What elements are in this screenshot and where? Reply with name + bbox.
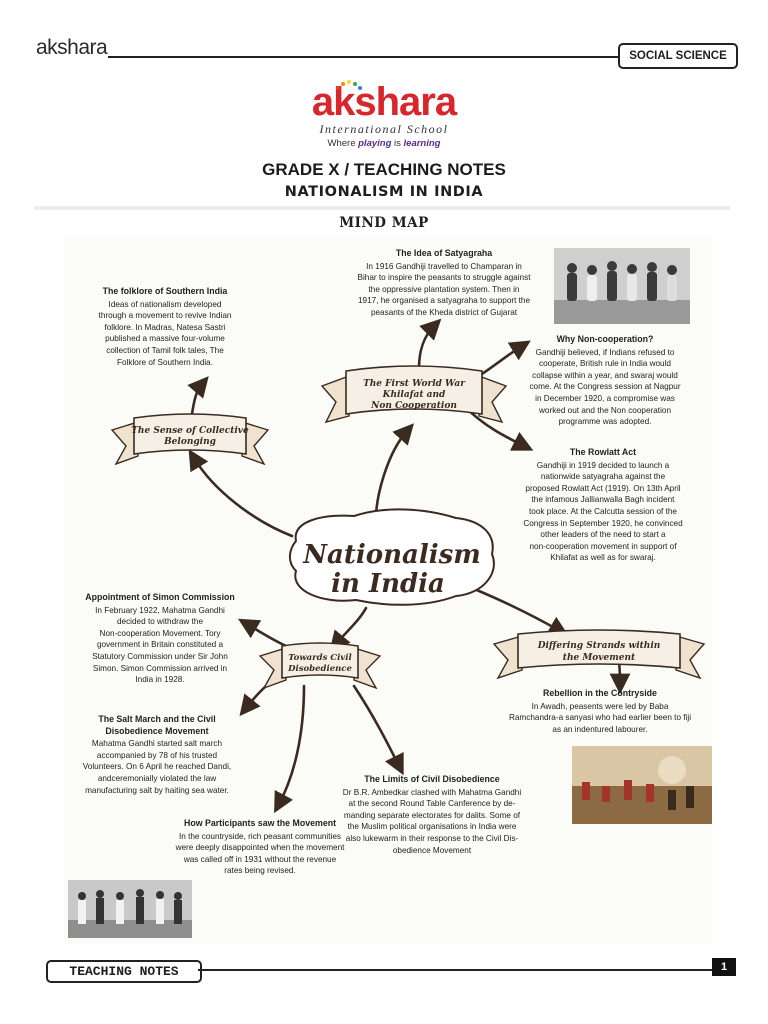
svg-text:Disobedience: Disobedience [287,664,352,674]
connector-civil-to-simon [238,618,288,648]
title-separator [34,206,730,210]
banner-first-world-war: The First World War Khilafat and Non Coo… [320,365,508,424]
node-participants: How Participants saw the Movement In the… [175,818,345,876]
svg-text:Belonging: Belonging [163,437,216,447]
grade-title: GRADE X / TEACHING NOTES [262,160,506,179]
svg-text:Khilafat and: Khilafat and [382,390,446,400]
central-title-line2: in India [331,569,445,599]
mindmap-panel: Nationalism in India The First World War… [64,236,712,944]
node-folklore: The folklore of Southern India Ideas of … [98,286,232,367]
central-topic: Nationalism in India [289,508,495,606]
banner-collective-belonging: The Sense of Collective Belonging [110,413,270,466]
connector-firstwar-to-satyagraha [417,318,442,370]
school-tagline: Where playing is learning [327,138,441,149]
node-salt-march: The Salt March and the Civil Disobedienc… [82,714,232,795]
mindmap-connectors: Nationalism in India The First World War… [110,318,706,814]
header-rule [108,56,622,58]
header-logo: akshara [36,36,108,59]
connector-center-to-collective [188,449,294,538]
chapter-title: NATIONALISM IN INDIA [284,184,484,200]
banner-civil-disobedience: Towards Civil Disobedience [258,642,382,690]
svg-text:Differing Strands within: Differing Strands within [537,641,661,651]
svg-text:the Movement: the Movement [563,653,636,663]
banner-differing-strands: Differing Strands within the Movement [492,629,706,680]
connector-civil-to-participants [274,684,306,814]
node-simon-commission: Appointment of Simon Commission In Febru… [85,592,235,685]
svg-text:Towards Civil: Towards Civil [288,653,352,663]
connector-center-to-civil [329,606,368,652]
logo-dots-icon [336,80,362,90]
svg-text:Non Cooperation: Non Cooperation [370,401,457,411]
svg-text:The Sense of Collective: The Sense of Collective [131,426,249,436]
school-name: akshara [311,80,457,124]
school-subtitle: International School [319,122,449,136]
photo-rebellion-painting [572,746,712,824]
central-title-line1: Nationalism [302,540,481,570]
node-rebellion-countryside: Rebellion in the Contryside In Awadh, pe… [508,688,692,734]
footer-label: TEACHING NOTES [46,960,202,983]
node-non-cooperation: Why Non-cooperation? Gandhiji believed, … [529,334,681,427]
connector-civil-to-limits [352,684,404,776]
page-number: 1 [712,958,736,976]
mindmap-title: MIND MAP [339,215,429,231]
node-satyagraha: The Idea of Satyagraha In 1916 Gandhiji … [357,248,531,317]
school-logo: akshara International School Where playi… [300,80,468,149]
photo-participants [68,880,192,938]
footer-rule [198,969,712,971]
photo-satyagraha-march [554,248,690,324]
node-limits-civil-disobedience: The Limits of Civil Disobedience Dr B.R.… [342,774,522,855]
node-rowlatt-act: The Rowlatt Act Gandhiji in 1919 decided… [523,447,683,563]
svg-text:The First World War: The First World War [363,379,466,389]
connector-collective-to-folklore [187,376,209,416]
subject-label: SOCIAL SCIENCE [618,43,738,69]
